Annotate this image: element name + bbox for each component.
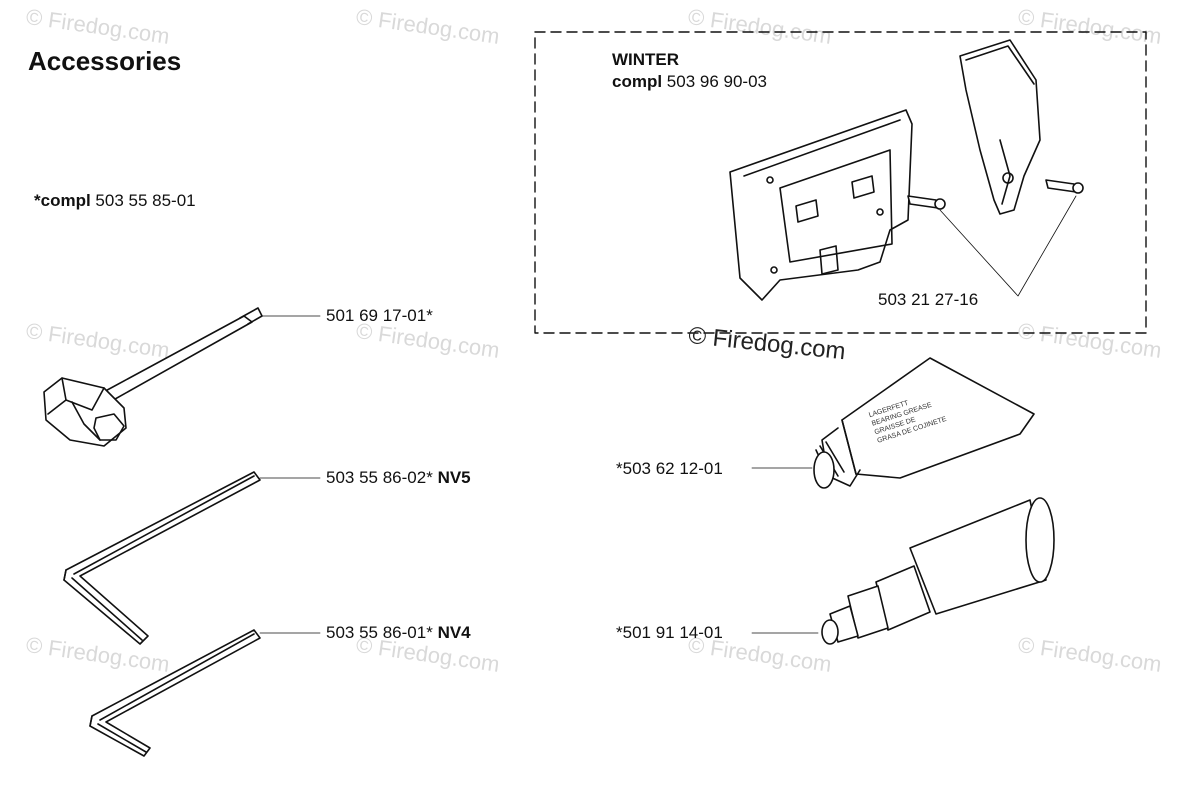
winter-cover-drawing	[959, 39, 1041, 215]
hex-key-nv5-part-number: 503 55 86-02* NV5	[326, 468, 471, 488]
screw-drawing	[907, 195, 946, 210]
winter-compl-label: compl 503 96 90-03	[612, 72, 767, 92]
winter-kit-frame	[534, 31, 1147, 334]
compl-number: 503 55 85-01	[95, 191, 196, 210]
wrench-part-number: 501 69 17-01*	[326, 306, 433, 325]
compl-label: *compl 503 55 85-01	[34, 191, 196, 211]
hex-key-nv5-size: NV5	[437, 468, 471, 487]
winter-compl-number: 503 96 90-03	[666, 72, 767, 91]
grease-gun-drawing	[821, 497, 1055, 645]
grease-gun-part-number: *501 91 14-01	[616, 623, 723, 642]
winter-plate-drawing	[729, 109, 913, 301]
screw-drawing	[1045, 179, 1084, 194]
leader-line	[939, 195, 1077, 297]
winter-compl-prefix: compl	[612, 72, 663, 91]
combination-wrench-drawing	[43, 307, 263, 447]
compl-prefix: *compl	[34, 191, 91, 210]
grease-tube-part-number: *503 62 12-01	[616, 459, 723, 478]
hex-key-nv4-drawing	[89, 629, 261, 757]
grease-tube-drawing	[813, 357, 1035, 489]
winter-label: WINTER	[612, 50, 680, 69]
hex-key-nv5-number: 503 55 86-02*	[326, 468, 433, 487]
hex-key-nv5-drawing	[63, 471, 261, 645]
screw-part-number: 503 21 27-16	[878, 290, 979, 309]
hex-key-nv4-number: 503 55 86-01*	[326, 623, 433, 642]
hex-key-nv4-size: NV4	[437, 623, 471, 642]
hex-key-nv4-part-number: 503 55 86-01* NV4	[326, 623, 471, 643]
page-title: Accessories	[28, 46, 182, 76]
